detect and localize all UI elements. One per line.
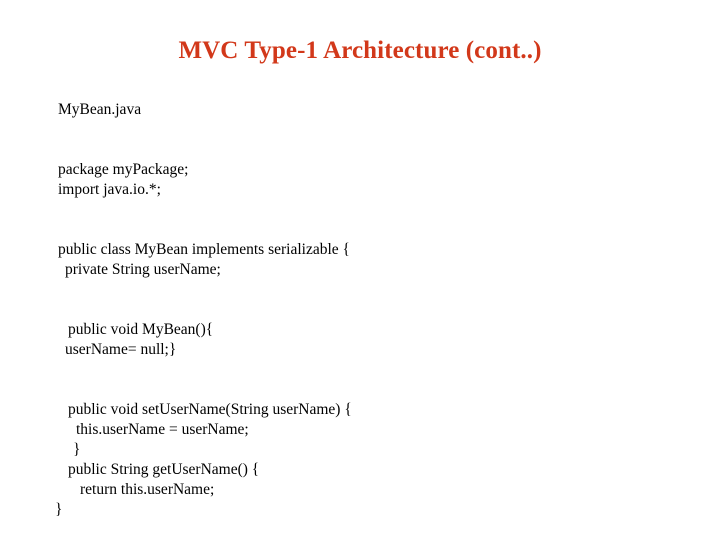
code-line-blank [58,280,678,300]
code-line: public String getUserName() { [68,461,260,478]
code-line: private String userName; [65,261,221,278]
code-line: public void MyBean(){ [68,321,214,338]
code-line: return this.userName; [80,481,215,498]
code-line-blank [58,300,678,320]
code-line: } [55,501,63,518]
code-line-blank [58,360,678,380]
code-line: public class MyBean implements serializa… [58,241,350,258]
code-line-blank [58,220,678,240]
code-line-blank [58,380,678,400]
code-line: import java.io.*; [58,181,161,198]
code-line: userName= null;} [65,341,177,358]
code-line: public void setUserName(String userName)… [68,401,352,418]
code-line: package myPackage; [58,161,189,178]
code-line-blank [58,140,678,160]
code-block: MyBean.java package myPackage; import ja… [55,100,678,520]
code-line-blank [58,200,678,220]
code-line-blank [58,120,678,140]
code-line: MyBean.java [58,101,142,118]
page-title: MVC Type-1 Architecture (cont..) [178,37,542,64]
code-line: } [73,441,81,458]
code-line: this.userName = userName; [76,421,249,438]
